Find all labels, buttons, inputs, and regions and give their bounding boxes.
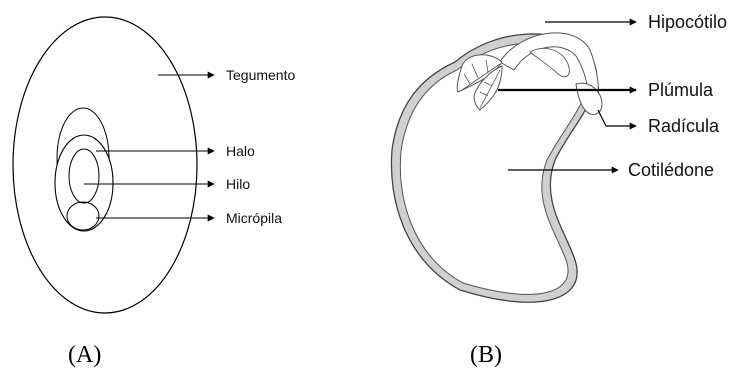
radicula-label: Radícula — [648, 116, 720, 136]
seed-external-view: Tegumento Halo Hilo Micrópila (A) — [13, 17, 295, 368]
plumula-label: Plúmula — [648, 80, 714, 100]
hipocotilo-label: Hipocótilo — [648, 12, 727, 32]
cotiledone-label: Cotilédone — [628, 160, 714, 180]
caption-b: (B) — [470, 342, 502, 368]
tegumento-label: Tegumento — [226, 67, 295, 83]
caption-a: (A) — [68, 342, 101, 368]
hilo-label: Hilo — [226, 176, 250, 192]
seed-internal-view: Hipocótilo Plúmula Radícula Cotilédone (… — [391, 12, 727, 368]
micropila-label: Micrópila — [226, 210, 282, 226]
halo-label: Halo — [226, 143, 255, 159]
hilum-outline — [69, 149, 99, 203]
radicula-pointer — [598, 110, 636, 126]
